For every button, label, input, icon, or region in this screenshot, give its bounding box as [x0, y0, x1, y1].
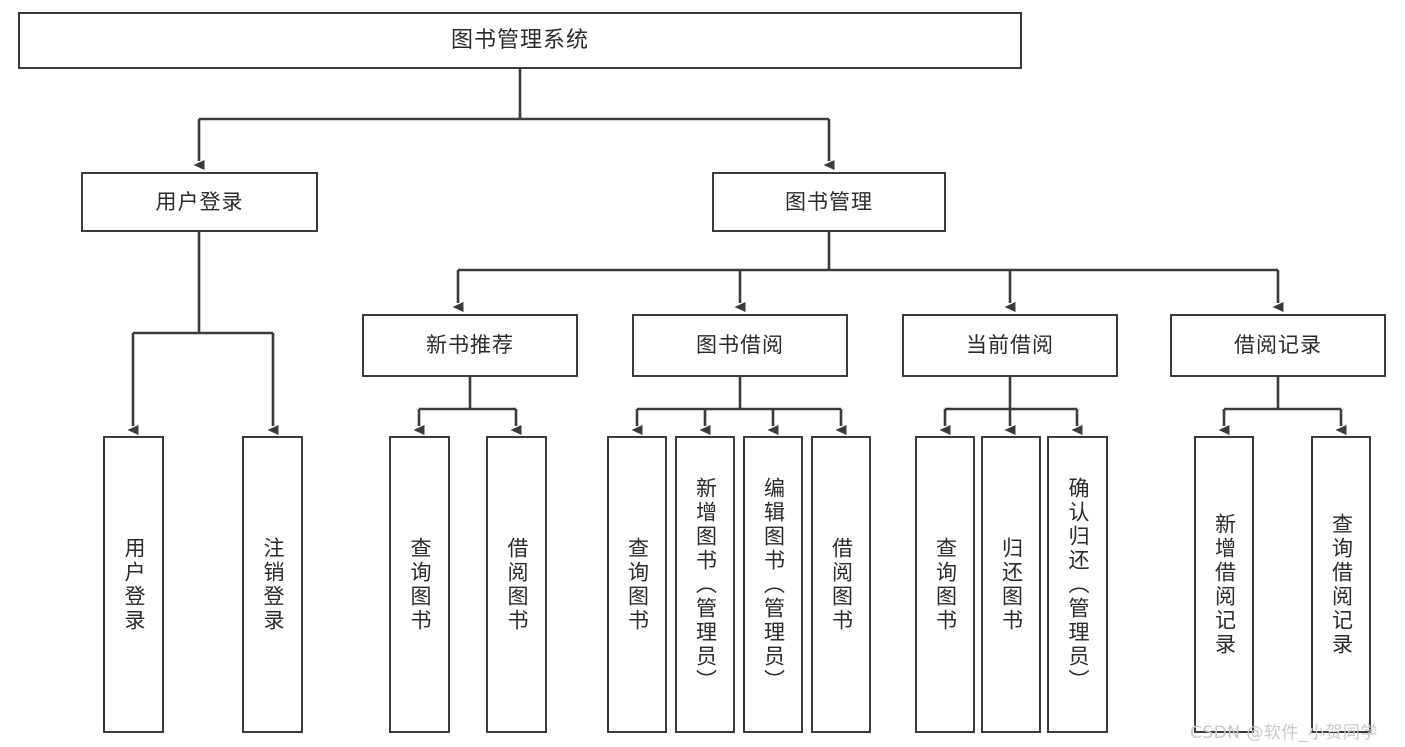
node-book-management[interactable]: 图书管理 — [712, 172, 946, 232]
node-book-borrow[interactable]: 图书借阅 — [632, 314, 848, 377]
node-root-label: 图书管理系统 — [450, 27, 589, 53]
leaf-current-borrow-query[interactable]: 查询图书 — [915, 436, 975, 733]
leaf-book-borrow-query[interactable]: 查询图书 — [607, 436, 667, 733]
leaf-book-borrow-borrow-label: 借阅图书 — [829, 536, 854, 633]
node-current-borrow[interactable]: 当前借阅 — [902, 314, 1118, 377]
leaf-current-borrow-confirm[interactable]: 确认归还（管理员） — [1047, 436, 1108, 733]
leaf-new-book-query-label: 查询图书 — [408, 536, 432, 633]
node-current-borrow-label: 当前借阅 — [966, 333, 1054, 358]
leaf-user-login-logout-label: 注销登录 — [261, 536, 285, 633]
node-new-book-recommend-label: 新书推荐 — [426, 333, 514, 358]
leaf-borrow-record-query-label: 查询借阅记录 — [1329, 512, 1354, 657]
node-user-login[interactable]: 用户登录 — [81, 172, 318, 232]
leaf-book-borrow-query-label: 查询图书 — [625, 536, 650, 633]
node-borrow-record[interactable]: 借阅记录 — [1170, 314, 1386, 377]
leaf-borrow-record-add-label: 新增借阅记录 — [1212, 512, 1237, 657]
leaf-user-login-login-label: 用户登录 — [122, 536, 146, 633]
leaf-borrow-record-add[interactable]: 新增借阅记录 — [1194, 436, 1254, 733]
leaf-book-borrow-borrow[interactable]: 借阅图书 — [811, 436, 871, 733]
leaf-new-book-borrow-label: 借阅图书 — [505, 536, 529, 633]
node-root[interactable]: 图书管理系统 — [18, 12, 1022, 69]
leaf-current-borrow-confirm-label: 确认归还（管理员） — [1066, 476, 1090, 693]
leaf-new-book-query[interactable]: 查询图书 — [389, 436, 450, 733]
leaf-book-borrow-add[interactable]: 新增图书（管理员） — [675, 436, 735, 733]
leaf-user-login-logout[interactable]: 注销登录 — [242, 436, 303, 733]
leaf-current-borrow-return-label: 归还图书 — [999, 536, 1024, 633]
leaf-book-borrow-add-label: 新增图书（管理员） — [693, 476, 718, 693]
csdn-watermark: CSDN @软件_小贺同学 — [1190, 723, 1378, 743]
node-book-management-label: 图书管理 — [785, 189, 873, 214]
leaf-user-login-login[interactable]: 用户登录 — [103, 436, 164, 733]
leaf-new-book-borrow[interactable]: 借阅图书 — [486, 436, 547, 733]
leaf-book-borrow-edit-label: 编辑图书（管理员） — [761, 476, 786, 693]
leaf-current-borrow-return[interactable]: 归还图书 — [981, 436, 1041, 733]
leaf-book-borrow-edit[interactable]: 编辑图书（管理员） — [743, 436, 803, 733]
leaf-borrow-record-query[interactable]: 查询借阅记录 — [1311, 436, 1371, 733]
node-user-login-label: 用户登录 — [155, 189, 244, 214]
leaf-current-borrow-query-label: 查询图书 — [933, 536, 958, 633]
node-new-book-recommend[interactable]: 新书推荐 — [362, 314, 578, 377]
node-borrow-record-label: 借阅记录 — [1234, 333, 1322, 358]
node-book-borrow-label: 图书借阅 — [696, 333, 784, 358]
